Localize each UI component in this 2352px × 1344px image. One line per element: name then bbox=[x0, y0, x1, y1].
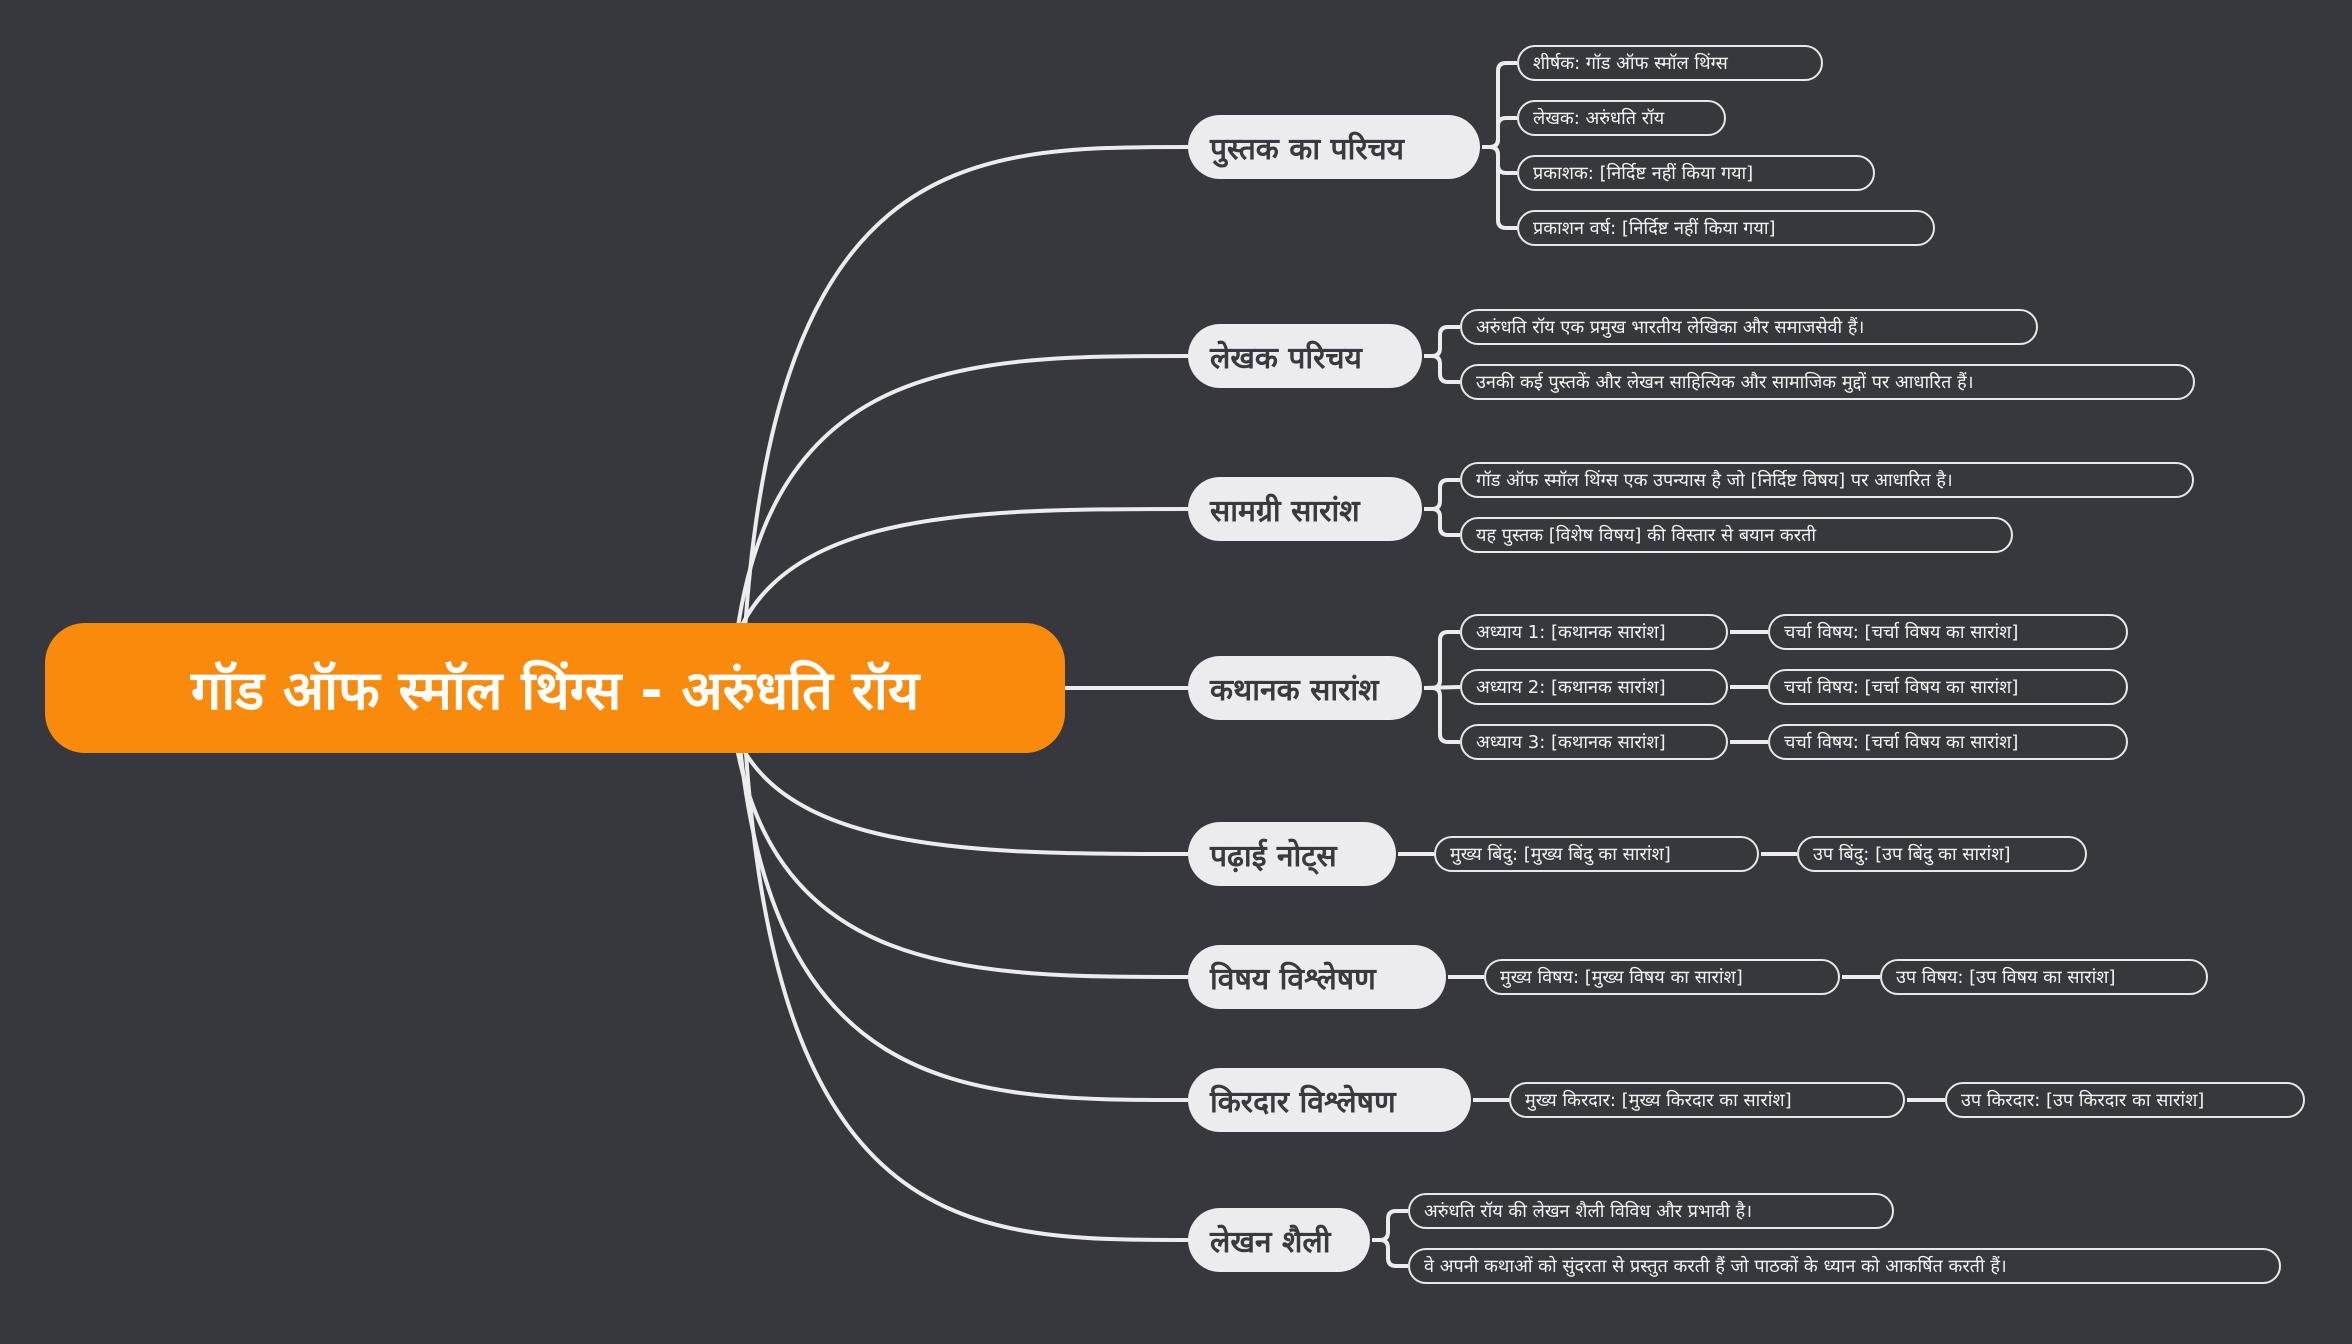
connector-topic-7 bbox=[740, 687, 1189, 1242]
topic-author-intro[interactable]: लेखक परिचय bbox=[1188, 324, 1422, 388]
connector-leaf-6 bbox=[1424, 478, 1460, 511]
leaf-sub-character[interactable]: उप किरदार: [उप किरदार का सारांश] bbox=[1945, 1082, 2305, 1118]
connector-leaf-7 bbox=[1424, 507, 1460, 537]
leaf-content-2[interactable]: यह पुस्तक [विशेष विषय] की विस्तार से बया… bbox=[1460, 517, 2013, 553]
connector-leaf-3 bbox=[1482, 145, 1517, 230]
leaf-sub-theme[interactable]: उप विषय: [उप विषय का सारांश] bbox=[1880, 959, 2208, 995]
leaf-style-2[interactable]: वे अपनी कथाओं को सुंदरता से प्रस्तुत करत… bbox=[1408, 1248, 2281, 1284]
leaf-content-1[interactable]: गॉड ऑफ स्मॉल थिंग्स एक उपन्यास है जो [नि… bbox=[1460, 462, 2194, 498]
leaf-main-theme[interactable]: मुख्य विषय: [मुख्य विषय का सारांश] bbox=[1484, 959, 1840, 995]
leaf-chapter-3-discussion[interactable]: चर्चा विषय: [चर्चा विषय का सारांश] bbox=[1768, 724, 2128, 760]
topic-character-analysis[interactable]: किरदार विश्लेषण bbox=[1188, 1068, 1471, 1132]
leaf-sub-point[interactable]: उप बिंदु: [उप बिंदु का सारांश] bbox=[1797, 836, 2087, 872]
connector-topic-1 bbox=[729, 354, 1189, 689]
leaf-main-character[interactable]: मुख्य किरदार: [मुख्य किरदार का सारांश] bbox=[1509, 1082, 1905, 1118]
connector-leaf-21 bbox=[1372, 1238, 1408, 1268]
topic-writing-style[interactable]: लेखन शैली bbox=[1188, 1208, 1370, 1272]
leaf-chapter-1[interactable]: अध्याय 1: [कथानक सारांश] bbox=[1460, 614, 1728, 650]
leaf-chapter-2[interactable]: अध्याय 2: [कथानक सारांश] bbox=[1460, 669, 1728, 705]
connector-topic-0 bbox=[740, 145, 1189, 689]
leaf-author-bio-2[interactable]: उनकी कई पुस्तकें और लेखन साहित्यिक और सा… bbox=[1460, 364, 2195, 400]
central-topic[interactable]: गॉड ऑफ स्मॉल थिंग्स - अरुंधति रॉय bbox=[45, 623, 1065, 753]
connector-leaf-5 bbox=[1424, 354, 1460, 384]
connector-leaf-4 bbox=[1424, 325, 1460, 358]
leaf-chapter-1-discussion[interactable]: चर्चा विषय: [चर्चा विषय का सारांश] bbox=[1768, 614, 2128, 650]
topic-book-intro[interactable]: पुस्तक का परिचय bbox=[1188, 115, 1480, 179]
leaf-chapter-3[interactable]: अध्याय 3: [कथानक सारांश] bbox=[1460, 724, 1728, 760]
topic-theme-analysis[interactable]: विषय विश्लेषण bbox=[1188, 945, 1446, 1009]
leaf-publisher[interactable]: प्रकाशक: [निर्दिष्ट नहीं किया गया] bbox=[1517, 155, 1875, 191]
topic-content-summary[interactable]: सामग्री सारांश bbox=[1188, 477, 1422, 541]
topic-study-notes[interactable]: पढ़ाई नोट्स bbox=[1188, 822, 1396, 886]
connector-leaf-8 bbox=[1424, 630, 1460, 690]
connector-leaf-20 bbox=[1372, 1209, 1408, 1242]
connector-leaf-12 bbox=[1424, 686, 1460, 744]
leaf-chapter-2-discussion[interactable]: चर्चा विषय: [चर्चा विषय का सारांश] bbox=[1768, 669, 2128, 705]
leaf-publish-year[interactable]: प्रकाशन वर्ष: [निर्दिष्ट नहीं किया गया] bbox=[1517, 210, 1935, 246]
topic-plot-summary[interactable]: कथानक सारांश bbox=[1188, 656, 1422, 720]
connector-leaf-1 bbox=[1482, 116, 1517, 149]
leaf-main-point[interactable]: मुख्य बिंदु: [मुख्य बिंदु का सारांश] bbox=[1434, 836, 1759, 872]
leaf-title[interactable]: शीर्षक: गॉड ऑफ स्मॉल थिंग्स bbox=[1517, 45, 1823, 81]
leaf-author[interactable]: लेखक: अरुंधति रॉय bbox=[1517, 100, 1726, 136]
leaf-author-bio-1[interactable]: अरुंधति रॉय एक प्रमुख भारतीय लेखिका और स… bbox=[1460, 309, 2038, 345]
leaf-style-1[interactable]: अरुंधति रॉय की लेखन शैली विविध और प्रभाव… bbox=[1408, 1193, 1894, 1229]
